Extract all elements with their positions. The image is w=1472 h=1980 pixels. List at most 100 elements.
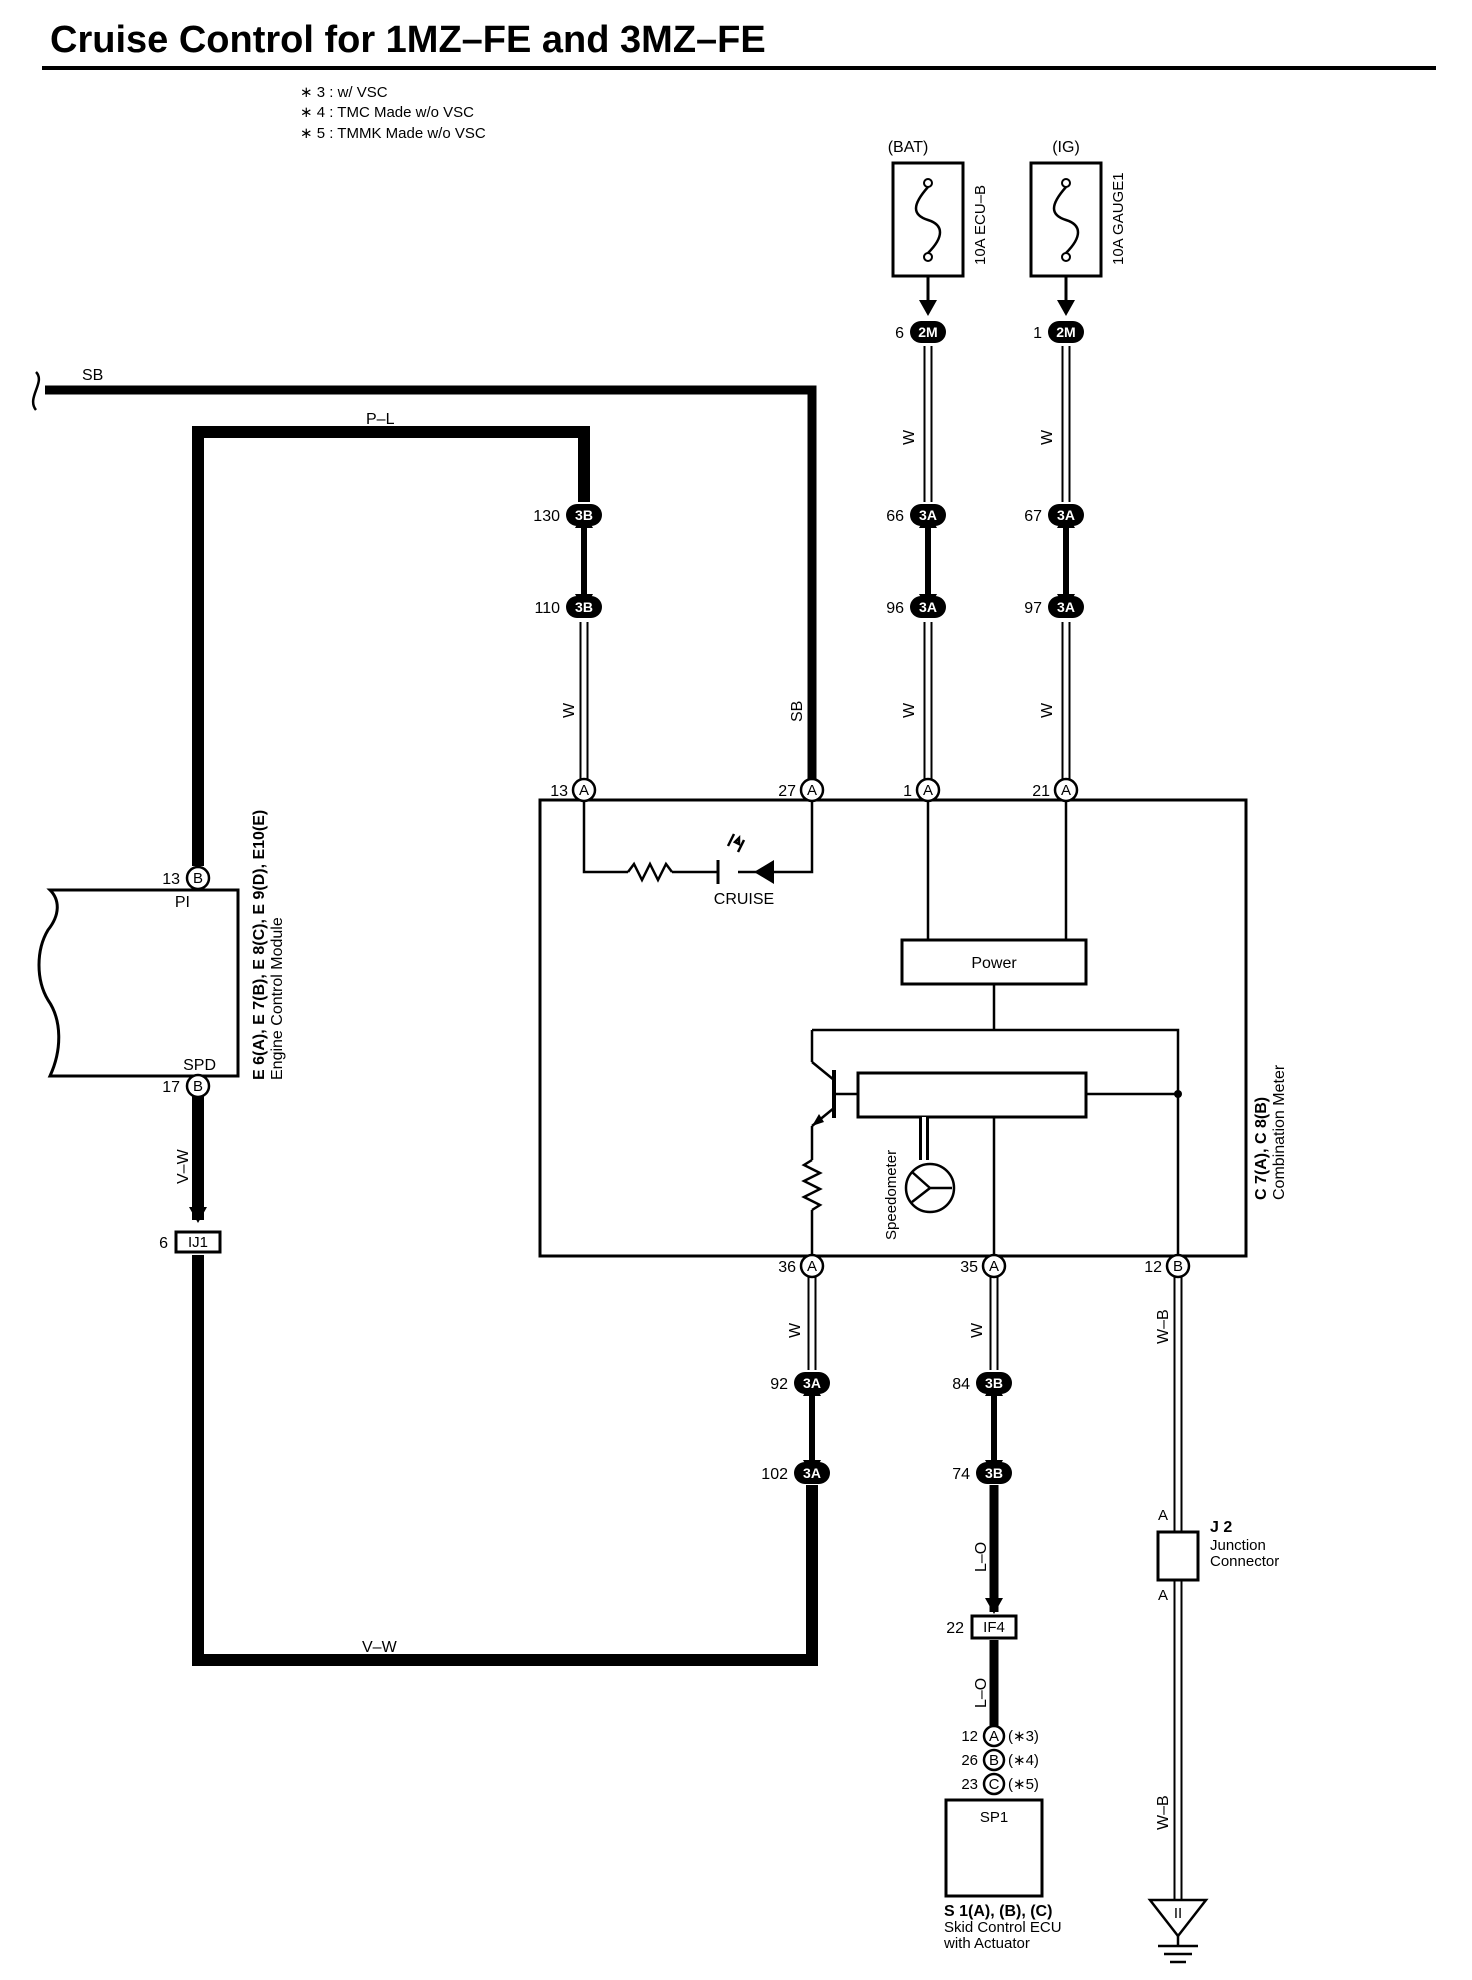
wire-label-w-pl: W <box>561 702 578 718</box>
svg-text:110: 110 <box>534 600 560 617</box>
svg-text:IF4: IF4 <box>983 1619 1005 1636</box>
svg-text:3A: 3A <box>1057 599 1075 615</box>
svg-text:A: A <box>989 1728 999 1745</box>
junction-if4: IF4 22 <box>946 1614 1018 1640</box>
svg-text:84: 84 <box>952 1376 970 1393</box>
wire-pl <box>192 426 590 866</box>
connector-2m-ig: 2M 1 <box>1033 321 1084 343</box>
meter-label-2: Combination Meter <box>1271 1064 1288 1200</box>
wire-label-w-ig-1: W <box>1039 429 1056 445</box>
svg-text:A: A <box>807 1258 817 1275</box>
wire-label-w-36: W <box>787 1322 804 1338</box>
fuse-gauge1-label: 10A GAUGE1 <box>1110 172 1127 265</box>
wire-label-pl: P–L <box>366 411 395 428</box>
svg-text:3B: 3B <box>575 599 593 615</box>
connector-3b-84: 3B 84 <box>952 1372 1012 1394</box>
cruise-label: CRUISE <box>714 891 774 908</box>
svg-text:II: II <box>1174 1905 1182 1922</box>
connector-3a-92: 3A 92 <box>770 1372 830 1394</box>
engine-control-module: PI SPD E 6(A), E 7(B), E 8(C), E 9(D), E… <box>37 810 286 1096</box>
svg-text:13: 13 <box>162 871 180 888</box>
svg-text:74: 74 <box>952 1466 970 1483</box>
svg-text:3A: 3A <box>919 507 937 523</box>
svg-text:(∗5): (∗5) <box>1008 1776 1039 1793</box>
pin-meter-1: A 1 <box>903 777 941 803</box>
svg-text:A: A <box>1158 1587 1168 1604</box>
svg-text:102: 102 <box>761 1466 788 1483</box>
connector-3a-97: 3A 97 <box>1024 596 1084 618</box>
pin-ecm-17: B 17 <box>162 1073 211 1099</box>
svg-text:(∗4): (∗4) <box>1008 1752 1039 1769</box>
svg-text:C: C <box>989 1776 1000 1793</box>
svg-text:21: 21 <box>1032 783 1050 800</box>
svg-text:22: 22 <box>946 1620 964 1637</box>
svg-text:A: A <box>807 782 817 799</box>
svg-text:26: 26 <box>961 1752 978 1769</box>
svg-text:A: A <box>923 782 933 799</box>
speedometer-label: Speedometer <box>883 1150 900 1240</box>
connector-3b-130: 3B 130 <box>533 504 602 526</box>
svg-text:(∗3): (∗3) <box>1008 1728 1039 1745</box>
svg-text:23: 23 <box>961 1776 978 1793</box>
pin-meter-13: A 13 <box>550 777 597 803</box>
svg-text:SP1: SP1 <box>980 1809 1008 1826</box>
svg-text:1: 1 <box>1033 325 1042 342</box>
pin-meter-21: A 21 <box>1032 777 1079 803</box>
svg-text:130: 130 <box>533 508 560 525</box>
ig-label: (IG) <box>1052 139 1080 156</box>
skid-control-ecu: SP1 S 1(A), (B), (C) Skid Control ECU wi… <box>943 1798 1062 1952</box>
ecm-pi: PI <box>175 894 190 911</box>
svg-text:3A: 3A <box>919 599 937 615</box>
connector-3a-66: 3A 66 <box>886 504 946 526</box>
svg-text:A: A <box>1061 782 1071 799</box>
wire-vw <box>192 1096 818 1666</box>
svg-text:17: 17 <box>162 1079 180 1096</box>
svg-text:97: 97 <box>1024 600 1042 617</box>
connector-3a-102: 3A 102 <box>761 1462 830 1484</box>
svg-text:3A: 3A <box>803 1465 821 1481</box>
junction-connector-j2: A A J 2 Junction Connector <box>1156 1507 1279 1604</box>
power-label: Power <box>971 955 1017 972</box>
meter-label-1: C 7(A), C 8(B) <box>1253 1097 1270 1200</box>
svg-text:B: B <box>193 1078 203 1095</box>
sp1-label-3: with Actuator <box>943 1935 1030 1952</box>
page-title: Cruise Control for 1MZ–FE and 3MZ–FE <box>50 19 766 61</box>
fuse-ecu-b-label: 10A ECU–B <box>972 185 989 265</box>
connector-3b-110: 3B 110 <box>534 596 602 618</box>
svg-text:1: 1 <box>903 783 912 800</box>
pin-sp1-a: A 12 (∗3) <box>961 1724 1039 1748</box>
ecm-label-1: E 6(A), E 7(B), E 8(C), E 9(D), E10(E) <box>251 810 268 1080</box>
pin-meter-12: B 12 <box>1144 1253 1191 1279</box>
svg-text:13: 13 <box>550 783 568 800</box>
wire-label-sb-top: SB <box>82 367 103 384</box>
svg-text:12: 12 <box>961 1728 978 1745</box>
svg-text:35: 35 <box>960 1259 978 1276</box>
connector-3a-67: 3A 67 <box>1024 504 1084 526</box>
svg-text:96: 96 <box>886 600 904 617</box>
svg-text:3B: 3B <box>985 1465 1003 1481</box>
junction-ij1: IJ1 6 <box>159 1230 222 1254</box>
svg-text:2M: 2M <box>918 324 937 340</box>
svg-text:6: 6 <box>159 1235 168 1252</box>
ground-ii: II <box>1147 1898 1209 1964</box>
bat-label: (BAT) <box>888 139 929 156</box>
svg-text:3B: 3B <box>575 507 593 523</box>
wire-label-wb-2: W–B <box>1155 1795 1172 1830</box>
wire-label-sb: SB <box>789 701 806 722</box>
wire-label-w-bat-2: W <box>901 702 918 718</box>
svg-text:B: B <box>193 870 203 887</box>
svg-text:92: 92 <box>770 1376 788 1393</box>
svg-text:B: B <box>989 1752 999 1769</box>
pin-sp1-b: B 26 (∗4) <box>961 1748 1039 1772</box>
connector-3a-96: 3A 96 <box>886 596 946 618</box>
wire-label-lo-1: L–O <box>973 1542 990 1572</box>
svg-text:6: 6 <box>895 325 904 342</box>
svg-text:IJ1: IJ1 <box>188 1234 208 1251</box>
wire-label-w-ig-2: W <box>1039 702 1056 718</box>
svg-text:A: A <box>1158 1507 1168 1524</box>
fuse-ecu-b: (BAT) 10A ECU–B <box>888 139 989 278</box>
ecm-spd: SPD <box>183 1057 216 1074</box>
pin-meter-27: A 27 <box>778 777 825 803</box>
wire-sb <box>31 371 817 780</box>
